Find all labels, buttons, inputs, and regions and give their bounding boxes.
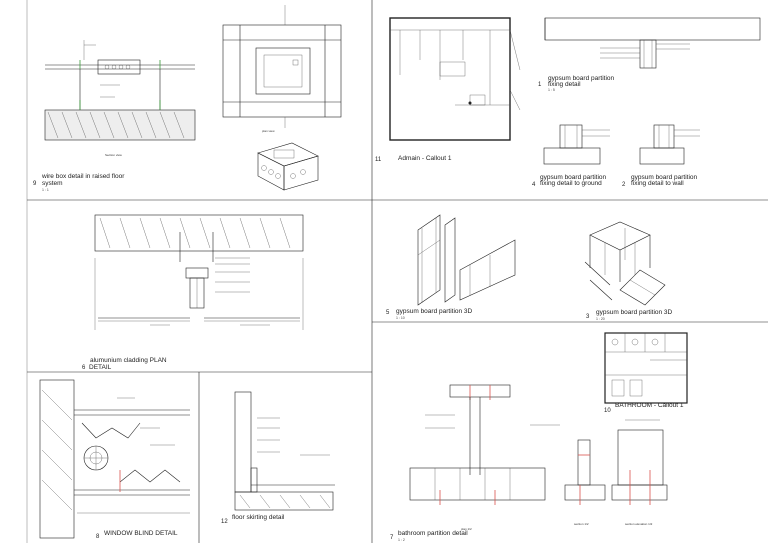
d9b-caption: plan view — [262, 129, 275, 133]
d1-num: 1 — [538, 82, 542, 88]
d7-scale: 1 : 2 — [398, 538, 405, 542]
d5-num: 5 — [386, 310, 390, 316]
detail-4-fixing-ground — [543, 124, 610, 165]
d9-title2: system — [42, 180, 63, 187]
d2-title2: fixing detail to wall — [631, 180, 684, 187]
d11-num: 11 — [375, 157, 382, 163]
d10-title: BATHROOM - Callout 1 — [615, 402, 684, 409]
d6-num: 6 — [82, 365, 86, 371]
detail-3-3d — [584, 221, 666, 306]
d9-scale: 1 : 1 — [42, 188, 49, 192]
d7-sub-plan: plan 1/2 — [461, 527, 472, 531]
d7-sub-elevation: section elevation 1/2 — [625, 522, 653, 526]
detail-5-3d — [417, 214, 516, 306]
d1-scale: 1 : 5 — [548, 88, 555, 92]
d5-scale: 1 : 10 — [396, 316, 405, 320]
d12-num: 12 — [221, 519, 228, 525]
detail-6-cladding — [94, 214, 304, 330]
d12-title: floor skirting detail — [232, 514, 285, 521]
d9-num: 9 — [33, 181, 37, 187]
detail-1-fixing — [544, 17, 761, 69]
d11-title: Admain - Callout 1 — [398, 155, 452, 162]
d4-num: 4 — [532, 182, 536, 188]
d3-title: gypsum board partition 3D — [596, 309, 673, 316]
d6-title2: DETAIL — [89, 364, 112, 371]
d10-num: 10 — [604, 408, 611, 414]
detail-8-blind — [39, 379, 190, 539]
d2-title: gypsum board partition — [631, 174, 698, 181]
d3-num: 3 — [586, 314, 590, 320]
d3-scale: 1 : 20 — [596, 317, 605, 321]
d7-title: bathroom partition detail — [398, 530, 468, 537]
d4-title2: fixing detail to ground — [540, 180, 602, 187]
d7-num: 7 — [390, 535, 394, 541]
d6-title: alumunium cladding PLAN — [90, 357, 167, 364]
d8-num: 8 — [96, 534, 100, 540]
detail-9-section: Section view — [44, 40, 196, 157]
d8-title: WINDOW BLIND DETAIL — [104, 530, 178, 537]
d4-title: gypsum board partition — [540, 174, 607, 181]
detail-9-plan: plan view — [222, 5, 342, 191]
detail-7-bathroom-partition: plan 1/2 section 1/2 section elevation 1… — [409, 384, 668, 531]
d1-title2: fixing detail — [548, 81, 581, 88]
d9-caption: Section view — [105, 153, 123, 157]
detail-12-skirting — [234, 391, 335, 511]
d5-title: gypsum board partition 3D — [396, 308, 473, 315]
d7-sub-section: section 1/2 — [574, 522, 589, 526]
detail-11-plan — [389, 17, 521, 141]
d2-num: 2 — [622, 182, 626, 188]
d9-title: wire box detail in raised floor — [41, 173, 125, 180]
d1-title: gypsum board partition — [548, 75, 615, 82]
detail-2-fixing-wall — [639, 124, 700, 165]
detail-10-bathroom — [604, 332, 688, 404]
sheet-grid — [26, 0, 768, 543]
